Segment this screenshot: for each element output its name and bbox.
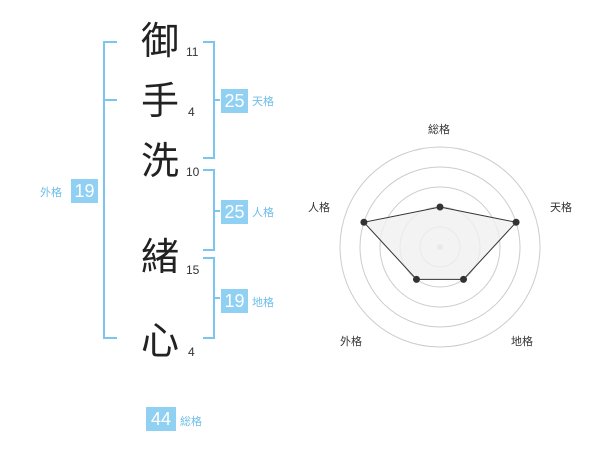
soukaku-label: 総格 xyxy=(180,415,202,428)
gaikaku-value: 19 xyxy=(71,179,98,203)
radar-point-2 xyxy=(512,218,520,226)
chikaku-value: 19 xyxy=(221,289,248,313)
radar-series-polygon xyxy=(362,206,518,280)
radar-axis-label-chikaku: 地格 xyxy=(511,335,533,348)
name-char-4: 緒 xyxy=(141,235,180,279)
radar-point-1 xyxy=(436,203,444,211)
outer-bracket xyxy=(103,41,117,339)
radar-ring-4 xyxy=(359,166,521,328)
name-char-5: 心 xyxy=(141,319,180,363)
radar-ring-5 xyxy=(339,146,541,348)
stroke-count-1: 11 xyxy=(186,45,199,59)
name-char-3: 洗 xyxy=(141,139,180,183)
radar-axis-label-gaikaku: 外格 xyxy=(340,335,362,348)
tenkaku-label: 天格 xyxy=(252,95,274,108)
radar-axis-label-tenkaku: 天格 xyxy=(550,201,572,214)
radar-ring-3 xyxy=(379,186,501,308)
stroke-count-3: 10 xyxy=(186,165,200,179)
stroke-count-4: 15 xyxy=(186,263,200,277)
radar-point-5 xyxy=(360,218,368,226)
jinkaku-label: 人格 xyxy=(252,206,274,219)
radar-point-3 xyxy=(460,275,468,283)
stroke-count-2: 4 xyxy=(188,105,195,119)
radar-point-4 xyxy=(412,275,420,283)
soukaku-value: 44 xyxy=(146,407,176,431)
stroke-count-5: 4 xyxy=(188,345,195,359)
radar-axis-label-jinkaku: 人格 xyxy=(308,201,330,214)
tenkaku-value: 25 xyxy=(221,89,248,113)
chikaku-label: 地格 xyxy=(252,296,274,309)
gaikaku-label: 外格 xyxy=(40,186,62,199)
jinkaku-value: 25 xyxy=(221,200,248,224)
name-char-2: 手 xyxy=(141,79,180,123)
radar-axis-label-soukaku: 総格 xyxy=(428,123,450,136)
name-char-1: 御 xyxy=(141,19,180,63)
